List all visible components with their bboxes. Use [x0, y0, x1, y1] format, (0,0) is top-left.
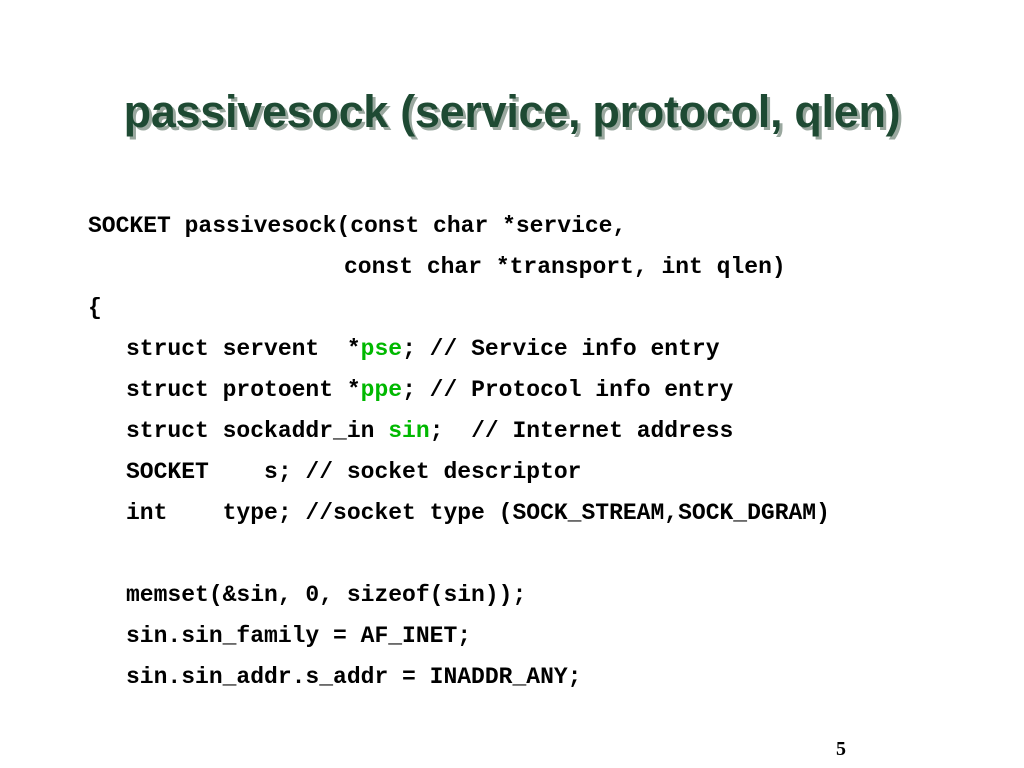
code-line-function-params: const char *transport, int qlen) [344, 254, 786, 280]
code-text: ; // Protocol info entry [402, 377, 734, 403]
code-line-sin-addr: sin.sin_addr.s_addr = INADDR_ANY; [126, 664, 582, 690]
code-var-highlight: ppe [360, 377, 403, 403]
code-block: SOCKET passivesock(const char *service, … [88, 206, 1008, 698]
code-text: ; // Internet address [429, 418, 734, 444]
code-text: struct sockaddr_in [126, 418, 389, 444]
code-line-protoent-decl: struct protoent *ppe; // Protocol info e… [88, 370, 1008, 411]
code-var-highlight: sin [388, 418, 430, 444]
code-text: struct servent * [126, 336, 361, 362]
code-line-servent-decl: struct servent *pse; // Service info ent… [88, 329, 1008, 370]
code-line-open-brace: { [88, 295, 102, 321]
code-line-blank [88, 534, 1008, 575]
code-line-sin-family: sin.sin_family = AF_INET; [126, 623, 472, 649]
code-line-socket-decl: SOCKET s; // socket descriptor [126, 459, 582, 485]
code-line-function-signature: SOCKET passivesock(const char *service, [88, 213, 627, 239]
code-text: ; // Service info entry [402, 336, 720, 362]
page-number: 5 [836, 738, 846, 760]
code-line-memset: memset(&sin, 0, sizeof(sin)); [126, 582, 527, 608]
code-line-sockaddr-decl: struct sockaddr_in sin; // Internet addr… [88, 411, 1008, 452]
slide-title: passivesock (service, protocol, qlen) [123, 86, 901, 137]
code-text: struct protoent * [126, 377, 361, 403]
code-var-highlight: pse [360, 336, 403, 362]
code-line-type-decl: int type; //socket type (SOCK_STREAM,SOC… [126, 500, 830, 526]
